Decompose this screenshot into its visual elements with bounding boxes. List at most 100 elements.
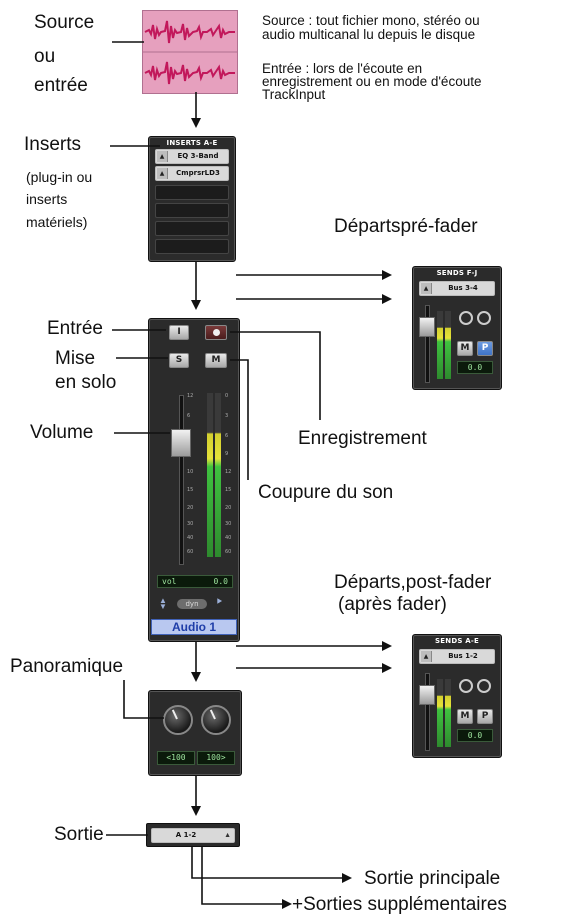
pan-left-knob[interactable]: [163, 705, 193, 735]
scale-tick: 60: [225, 549, 232, 555]
scale-tick: 40: [187, 535, 194, 541]
sends-pre-mute-button[interactable]: M: [457, 341, 473, 356]
label-sorties-supp: +Sorties supplémentaires: [292, 894, 507, 915]
flow-arrow: [201, 847, 292, 909]
label-mise: Mise: [55, 348, 96, 369]
channel-strip: I S M 12 6 0 5 10 15 20 30 40 60 0 3 6 9…: [148, 318, 240, 642]
dyn-button[interactable]: dyn: [177, 599, 207, 609]
scale-tick: 9: [225, 451, 229, 457]
scale-tick: 3: [225, 413, 229, 419]
vol-value: 0.0: [213, 577, 228, 586]
volume-fader-track[interactable]: [179, 395, 184, 565]
scale-tick: 6: [187, 413, 191, 419]
pan-right-knob[interactable]: [201, 705, 231, 735]
flow-arrow: [191, 847, 352, 883]
scale-tick: 40: [225, 535, 232, 541]
record-button[interactable]: [205, 325, 227, 340]
track-name[interactable]: Audio 1: [151, 619, 237, 635]
scale-tick: 12: [187, 393, 194, 399]
sends-pre-bus-label: Bus 3-4: [448, 284, 478, 292]
pan-panel: <100 100>: [148, 690, 242, 776]
send-icon: ▲: [421, 283, 432, 294]
inserts-panel: INSERTS A-E ▲ EQ 3-Band ▲ CmprsrLD3: [148, 136, 236, 262]
sends-pre-fader-track[interactable]: [425, 305, 430, 383]
sends-post-panel: SENDS A-E ▲ Bus 1-2 M P 0.0: [412, 634, 502, 758]
sends-pre-pre-button[interactable]: P: [477, 341, 493, 356]
insert-slot-6[interactable]: [155, 239, 229, 254]
input-button[interactable]: I: [169, 325, 189, 340]
sends-pre-fader-cap[interactable]: [419, 317, 435, 337]
sends-post-fader-track[interactable]: [425, 673, 430, 751]
label-en-solo: en solo: [55, 372, 117, 393]
output-selector[interactable]: A 1-2 ▲: [146, 823, 240, 847]
label-source: Source: [34, 12, 95, 33]
label-sortie: Sortie: [54, 824, 104, 845]
label-inserts-sub-1: (plug-in ou: [26, 169, 93, 185]
play-forward-icon[interactable]: ⯈: [215, 597, 223, 608]
insert-slot-1-label: EQ 3-Band: [177, 152, 219, 160]
insert-slot-5[interactable]: [155, 221, 229, 236]
zoom-icon[interactable]: [477, 679, 491, 693]
zoom-icon[interactable]: [477, 311, 491, 325]
vol-readout: vol 0.0: [157, 575, 233, 588]
output-label: A 1-2: [175, 831, 197, 839]
insert-slot-2-label: CmprsrLD3: [176, 169, 220, 177]
sends-post-pre-button[interactable]: P: [477, 709, 493, 724]
scale-tick: 60: [187, 549, 194, 555]
source-note-1: Source : tout fichier mono, stéréo ou: [262, 13, 480, 28]
inserts-panel-title: INSERTS A-E: [166, 139, 218, 147]
insert-slot-1[interactable]: ▲ EQ 3-Band: [155, 149, 229, 164]
label-coupure: Coupure du son: [258, 482, 394, 503]
entree-note-2: enregistrement ou en mode d'écoute: [262, 74, 482, 89]
pointer-line: [230, 359, 249, 480]
label-departs-pre: Départspré-fader: [334, 216, 478, 237]
sends-pre-panel: SENDS F-J ▲ Bus 3-4 M P 0.0: [412, 266, 502, 390]
updown-icon[interactable]: ▲▼: [159, 596, 167, 611]
send-icon: ▲: [421, 651, 432, 662]
label-departs-post-2: (après fader): [338, 594, 447, 615]
scale-tick: 15: [187, 487, 194, 493]
chevron-up-icon: ▲: [224, 832, 231, 839]
channel-meter-l: [207, 393, 213, 557]
insert-slot-3[interactable]: [155, 185, 229, 200]
source-waveform: [142, 10, 238, 94]
label-entree: Entrée: [47, 318, 103, 339]
link-icon[interactable]: [459, 311, 473, 325]
entree-note-1: Entrée : lors de l'écoute en: [262, 61, 423, 76]
sends-post-title: SENDS A-E: [435, 637, 479, 645]
label-sortie-principale: Sortie principale: [364, 868, 501, 889]
vol-label: vol: [162, 577, 177, 586]
scale-tick: 10: [187, 469, 194, 475]
mute-button[interactable]: M: [205, 353, 227, 368]
label-inserts: Inserts: [24, 134, 82, 155]
output-slot[interactable]: A 1-2 ▲: [151, 828, 235, 843]
scale-tick: 30: [187, 521, 194, 527]
record-icon: [212, 329, 220, 336]
solo-button[interactable]: S: [169, 353, 189, 368]
link-icon[interactable]: [459, 679, 473, 693]
insert-icon: ▲: [157, 168, 168, 179]
scale-tick: 30: [225, 521, 232, 527]
sends-post-bus[interactable]: ▲ Bus 1-2: [419, 649, 495, 664]
sends-post-bus-label: Bus 1-2: [448, 652, 478, 660]
insert-slot-2[interactable]: ▲ CmprsrLD3: [155, 166, 229, 181]
sends-post-meter-l: [437, 679, 443, 747]
label-panoramique: Panoramique: [10, 656, 124, 677]
fader-scale-right: 0 3 6 9 12 15 20 30 40 60: [225, 393, 237, 563]
label-enregistrement: Enregistrement: [298, 428, 427, 449]
label-departs-post-1: Départs,post-fader: [334, 572, 492, 593]
sends-post-mute-button[interactable]: M: [457, 709, 473, 724]
insert-slot-4[interactable]: [155, 203, 229, 218]
insert-icon: ▲: [157, 151, 168, 162]
sends-post-fader-cap[interactable]: [419, 685, 435, 705]
sends-pre-meter-l: [437, 311, 443, 379]
sends-post-value: 0.0: [457, 729, 493, 742]
source-note-2: audio multicanal lu depuis le disque: [262, 27, 476, 42]
pan-left-value: <100: [157, 751, 195, 765]
scale-tick: 12: [225, 469, 232, 475]
scale-tick: 20: [225, 505, 232, 511]
sends-pre-bus[interactable]: ▲ Bus 3-4: [419, 281, 495, 296]
sends-pre-meter-r: [445, 311, 451, 379]
volume-fader-cap[interactable]: [171, 429, 191, 457]
